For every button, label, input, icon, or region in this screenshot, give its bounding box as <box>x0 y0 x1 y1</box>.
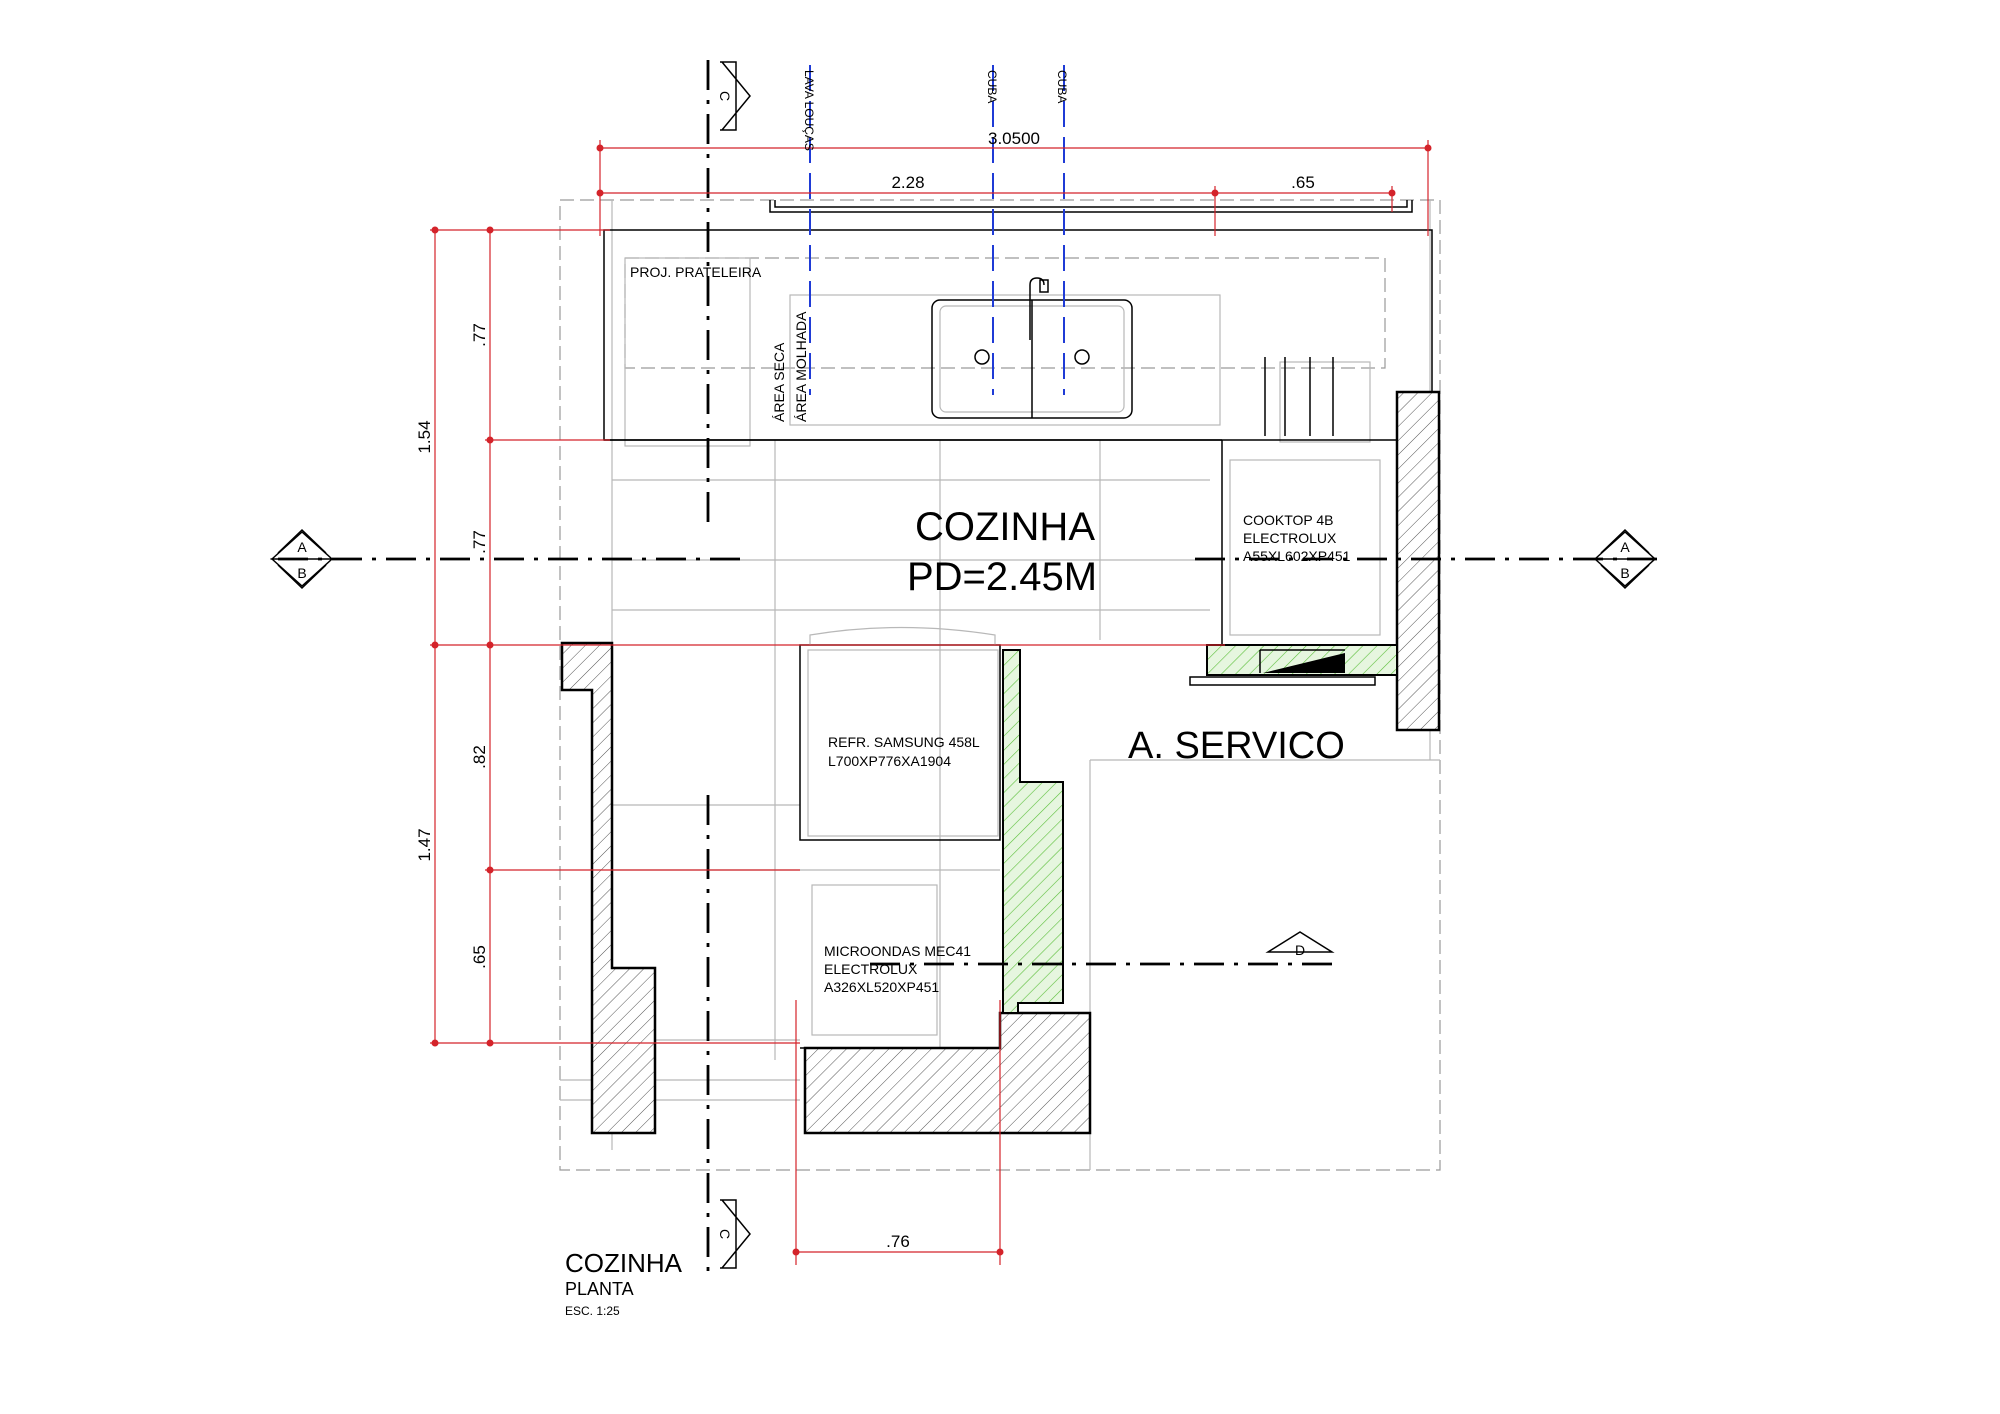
dim-height-lower-total: 1.47 <box>415 828 434 861</box>
cooktop-label-3: A55XL602XP451 <box>1243 548 1351 564</box>
section-marker-ab-left[interactable]: A B <box>270 528 334 590</box>
microwave-label-2: ELECTROLUX <box>824 961 918 977</box>
fridge-label-2: L700XP776XA1904 <box>828 753 951 769</box>
section-marker-c-bottom[interactable]: C <box>717 1199 751 1269</box>
service-area-label: A. SERVICO <box>1128 725 1345 767</box>
marker-a-right: A <box>1620 539 1630 555</box>
walls <box>560 390 1441 1135</box>
section-axes <box>278 60 1660 1275</box>
label-wet-area: ÁREA MOLHADA <box>793 311 809 422</box>
marker-c-bottom: C <box>717 1229 733 1239</box>
dim-width-right: .65 <box>1291 173 1315 192</box>
ceiling-height: PD=2.45M <box>907 555 1097 599</box>
section-marker-d[interactable]: D <box>1265 931 1335 958</box>
label-sink-1: CUBA <box>985 70 999 103</box>
dim-width-left: 2.28 <box>891 173 924 192</box>
cooktop-burner-marks <box>1264 357 1334 436</box>
dimensions <box>430 140 1432 1265</box>
dim-height-upper-total: 1.54 <box>415 420 434 453</box>
cooktop-label-1: COOKTOP 4B <box>1243 512 1334 528</box>
marker-a-left: A <box>297 539 307 555</box>
drawing-scale: ESC. 1:25 <box>565 1304 620 1318</box>
cooktop-label-2: ELECTROLUX <box>1243 530 1337 546</box>
label-dry-area: ÁREA SECA <box>771 342 787 422</box>
microwave-label-1: MICROONDAS MEC41 <box>824 943 971 959</box>
section-marker-ab-right[interactable]: A B <box>1593 528 1657 590</box>
fridge-label-1: REFR. SAMSUNG 458L <box>828 734 980 750</box>
dim-height-upper-2: .77 <box>470 530 489 554</box>
section-marker-c-top[interactable]: C <box>717 61 751 131</box>
marker-d: D <box>1295 942 1305 958</box>
label-shelf-projection: PROJ. PRATELEIRA <box>630 264 762 280</box>
dim-total-width: 3.0500 <box>988 129 1040 148</box>
label-dishwasher: LAVA LOUÇAS <box>802 70 816 151</box>
dim-height-upper-1: .77 <box>470 323 489 347</box>
label-sink-2: CUBA <box>1055 70 1069 103</box>
plumbing-axes <box>809 65 1065 395</box>
dim-bottom-width: .76 <box>886 1232 910 1251</box>
marker-b-right: B <box>1620 565 1629 581</box>
drawing-title: COZINHA <box>565 1248 683 1278</box>
dim-height-lower-1: .82 <box>470 745 489 769</box>
microwave-label-3: A326XL520XP451 <box>824 979 939 995</box>
dim-height-lower-2: .65 <box>470 945 489 969</box>
marker-c-top: C <box>717 91 733 101</box>
room-name: COZINHA <box>915 505 1095 549</box>
marker-b-left: B <box>297 565 306 581</box>
sink <box>931 277 1133 419</box>
drawing-subtitle: PLANTA <box>565 1279 634 1299</box>
